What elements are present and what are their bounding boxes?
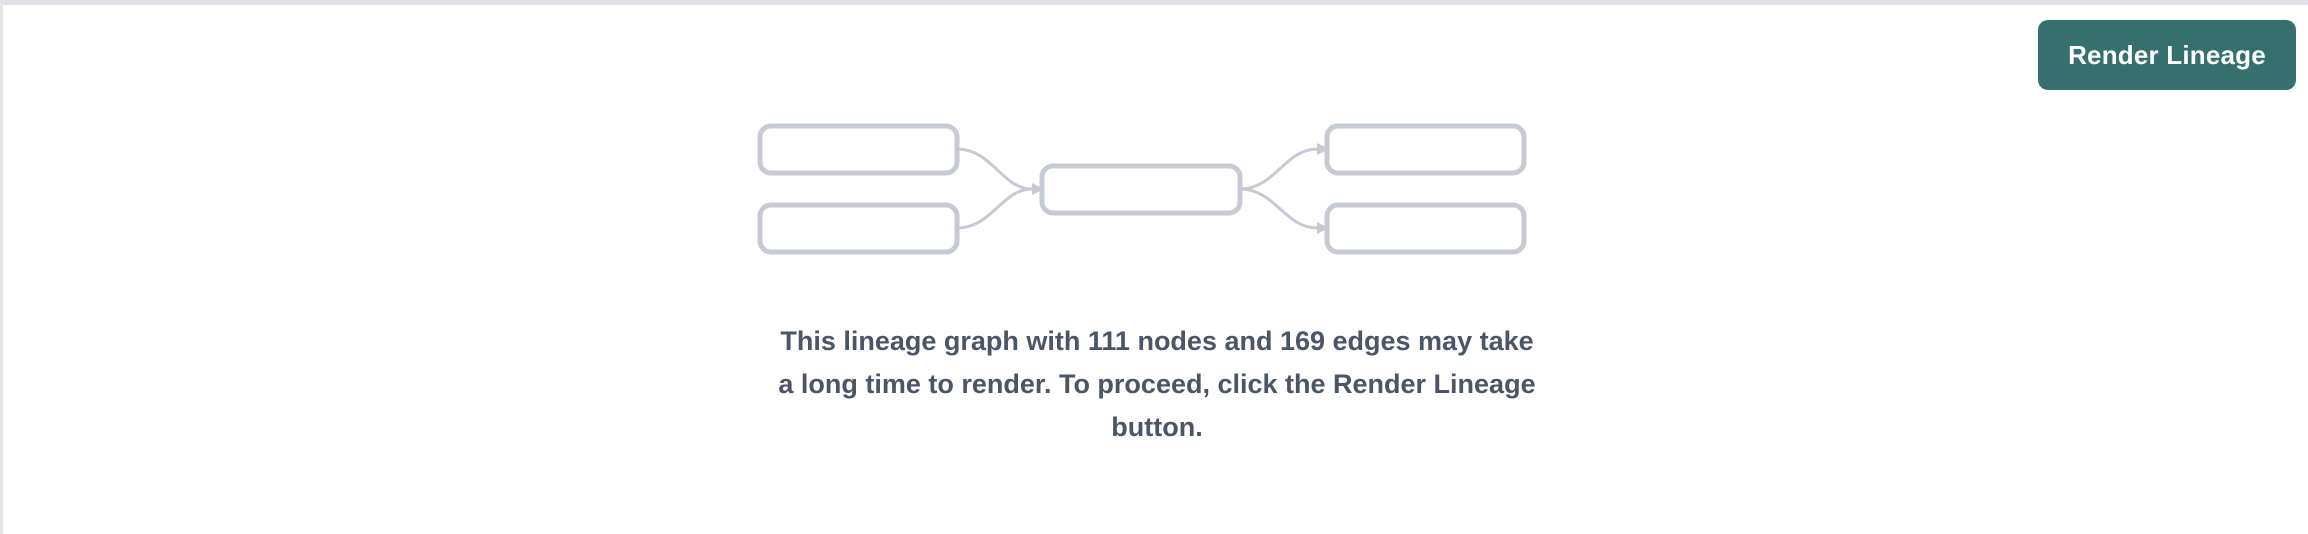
placeholder-node-source-bottom [757, 202, 960, 255]
lineage-placeholder-illustration [757, 123, 1527, 255]
placeholder-edge-middle-to-target-top [1239, 147, 1318, 191]
placeholder-edge-source-bottom-to-middle [956, 187, 1033, 230]
placeholder-arrowhead-to-target-top [1317, 143, 1329, 155]
render-lineage-button[interactable]: Render Lineage [2038, 20, 2296, 90]
placeholder-arrowhead-to-middle [1032, 183, 1044, 195]
placeholder-node-target-top [1324, 123, 1527, 176]
placeholder-edge-middle-to-target-bottom [1239, 187, 1318, 230]
placeholder-node-source-top [757, 123, 960, 176]
placeholder-node-target-bottom [1324, 202, 1527, 255]
placeholder-edge-source-top-to-middle [956, 147, 1033, 191]
lineage-render-notice: This lineage graph with 111 nodes and 16… [778, 326, 1536, 442]
placeholder-arrowhead-to-target-bottom [1317, 222, 1329, 234]
lineage-empty-state: This lineage graph with 111 nodes and 16… [3, 5, 2308, 534]
placeholder-node-middle [1039, 163, 1243, 216]
